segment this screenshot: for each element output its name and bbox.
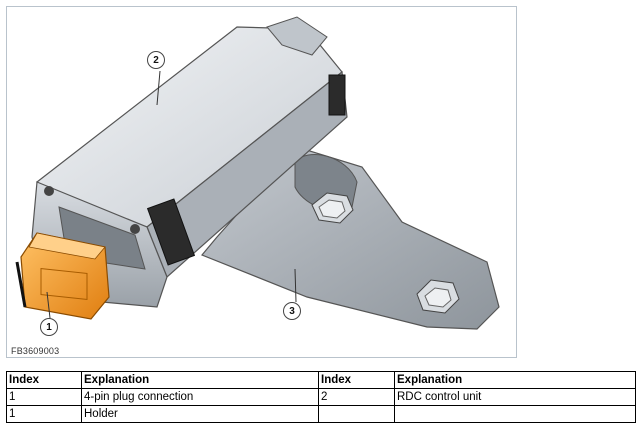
- figure-id: FB3609003: [11, 346, 60, 356]
- leader-line-2: [156, 70, 161, 106]
- bolt-upper: [311, 192, 354, 224]
- legend-index: 1: [6, 388, 82, 406]
- callout-1: 1: [40, 318, 58, 336]
- legend-table: Index Explanation Index Explanation 1 4-…: [6, 371, 636, 423]
- holder-bracket: [201, 146, 500, 330]
- legend-index: [318, 405, 395, 423]
- header-index: Index: [318, 371, 395, 389]
- leader-line-3: [294, 268, 297, 303]
- component-illustration: 1 2 3 FB3609003: [6, 6, 517, 358]
- plug-connection: [15, 232, 110, 320]
- callout-3: 3: [283, 302, 301, 320]
- legend-explanation: [394, 405, 636, 423]
- legend-explanation: Holder: [81, 405, 319, 423]
- legend-index: 1: [6, 405, 82, 423]
- legend-row: 1 Holder: [6, 405, 636, 423]
- legend-index: 2: [318, 388, 395, 406]
- rdc-unit-drawing: [15, 16, 500, 330]
- callout-2: 2: [147, 51, 165, 69]
- header-index: Index: [6, 371, 82, 389]
- header-explanation: Explanation: [394, 371, 636, 389]
- legend-row: 1 4-pin plug connection 2 RDC control un…: [6, 388, 636, 406]
- header-explanation: Explanation: [81, 371, 319, 389]
- legend-explanation: RDC control unit: [394, 388, 636, 406]
- legend-explanation: 4-pin plug connection: [81, 388, 319, 406]
- bolt-lower: [416, 279, 460, 314]
- leader-line-1: [46, 291, 51, 319]
- legend-header-row: Index Explanation Index Explanation: [6, 371, 636, 389]
